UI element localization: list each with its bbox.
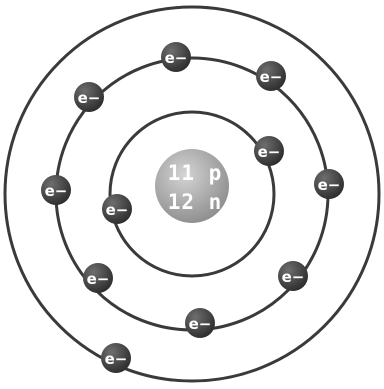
electron-label: e− (78, 89, 101, 107)
electron: e− (256, 61, 286, 91)
electron-label: e− (258, 143, 281, 161)
electron: e− (161, 42, 191, 72)
nucleus: 11 p 12 n (155, 149, 229, 223)
proton-count-label: 11 p (168, 161, 223, 185)
electron: e− (185, 308, 215, 338)
electron-label: e− (282, 268, 305, 286)
electron: e− (314, 169, 344, 199)
electron: e− (254, 136, 284, 166)
electron-label: e− (260, 68, 283, 86)
neutron-count-label: 12 n (168, 190, 223, 214)
electron-label: e− (318, 176, 341, 194)
electron: e− (74, 82, 104, 112)
electron: e− (41, 175, 71, 205)
electron-label: e− (87, 270, 110, 288)
electron: e− (83, 263, 113, 293)
electron-label: e− (165, 49, 188, 67)
electron-label: e− (189, 315, 212, 333)
electron-label: e− (45, 182, 68, 200)
electron: e− (101, 343, 131, 373)
electron-label: e− (105, 350, 128, 368)
electron-label: e− (106, 201, 129, 219)
electron: e− (278, 261, 308, 291)
electron: e− (102, 194, 132, 224)
